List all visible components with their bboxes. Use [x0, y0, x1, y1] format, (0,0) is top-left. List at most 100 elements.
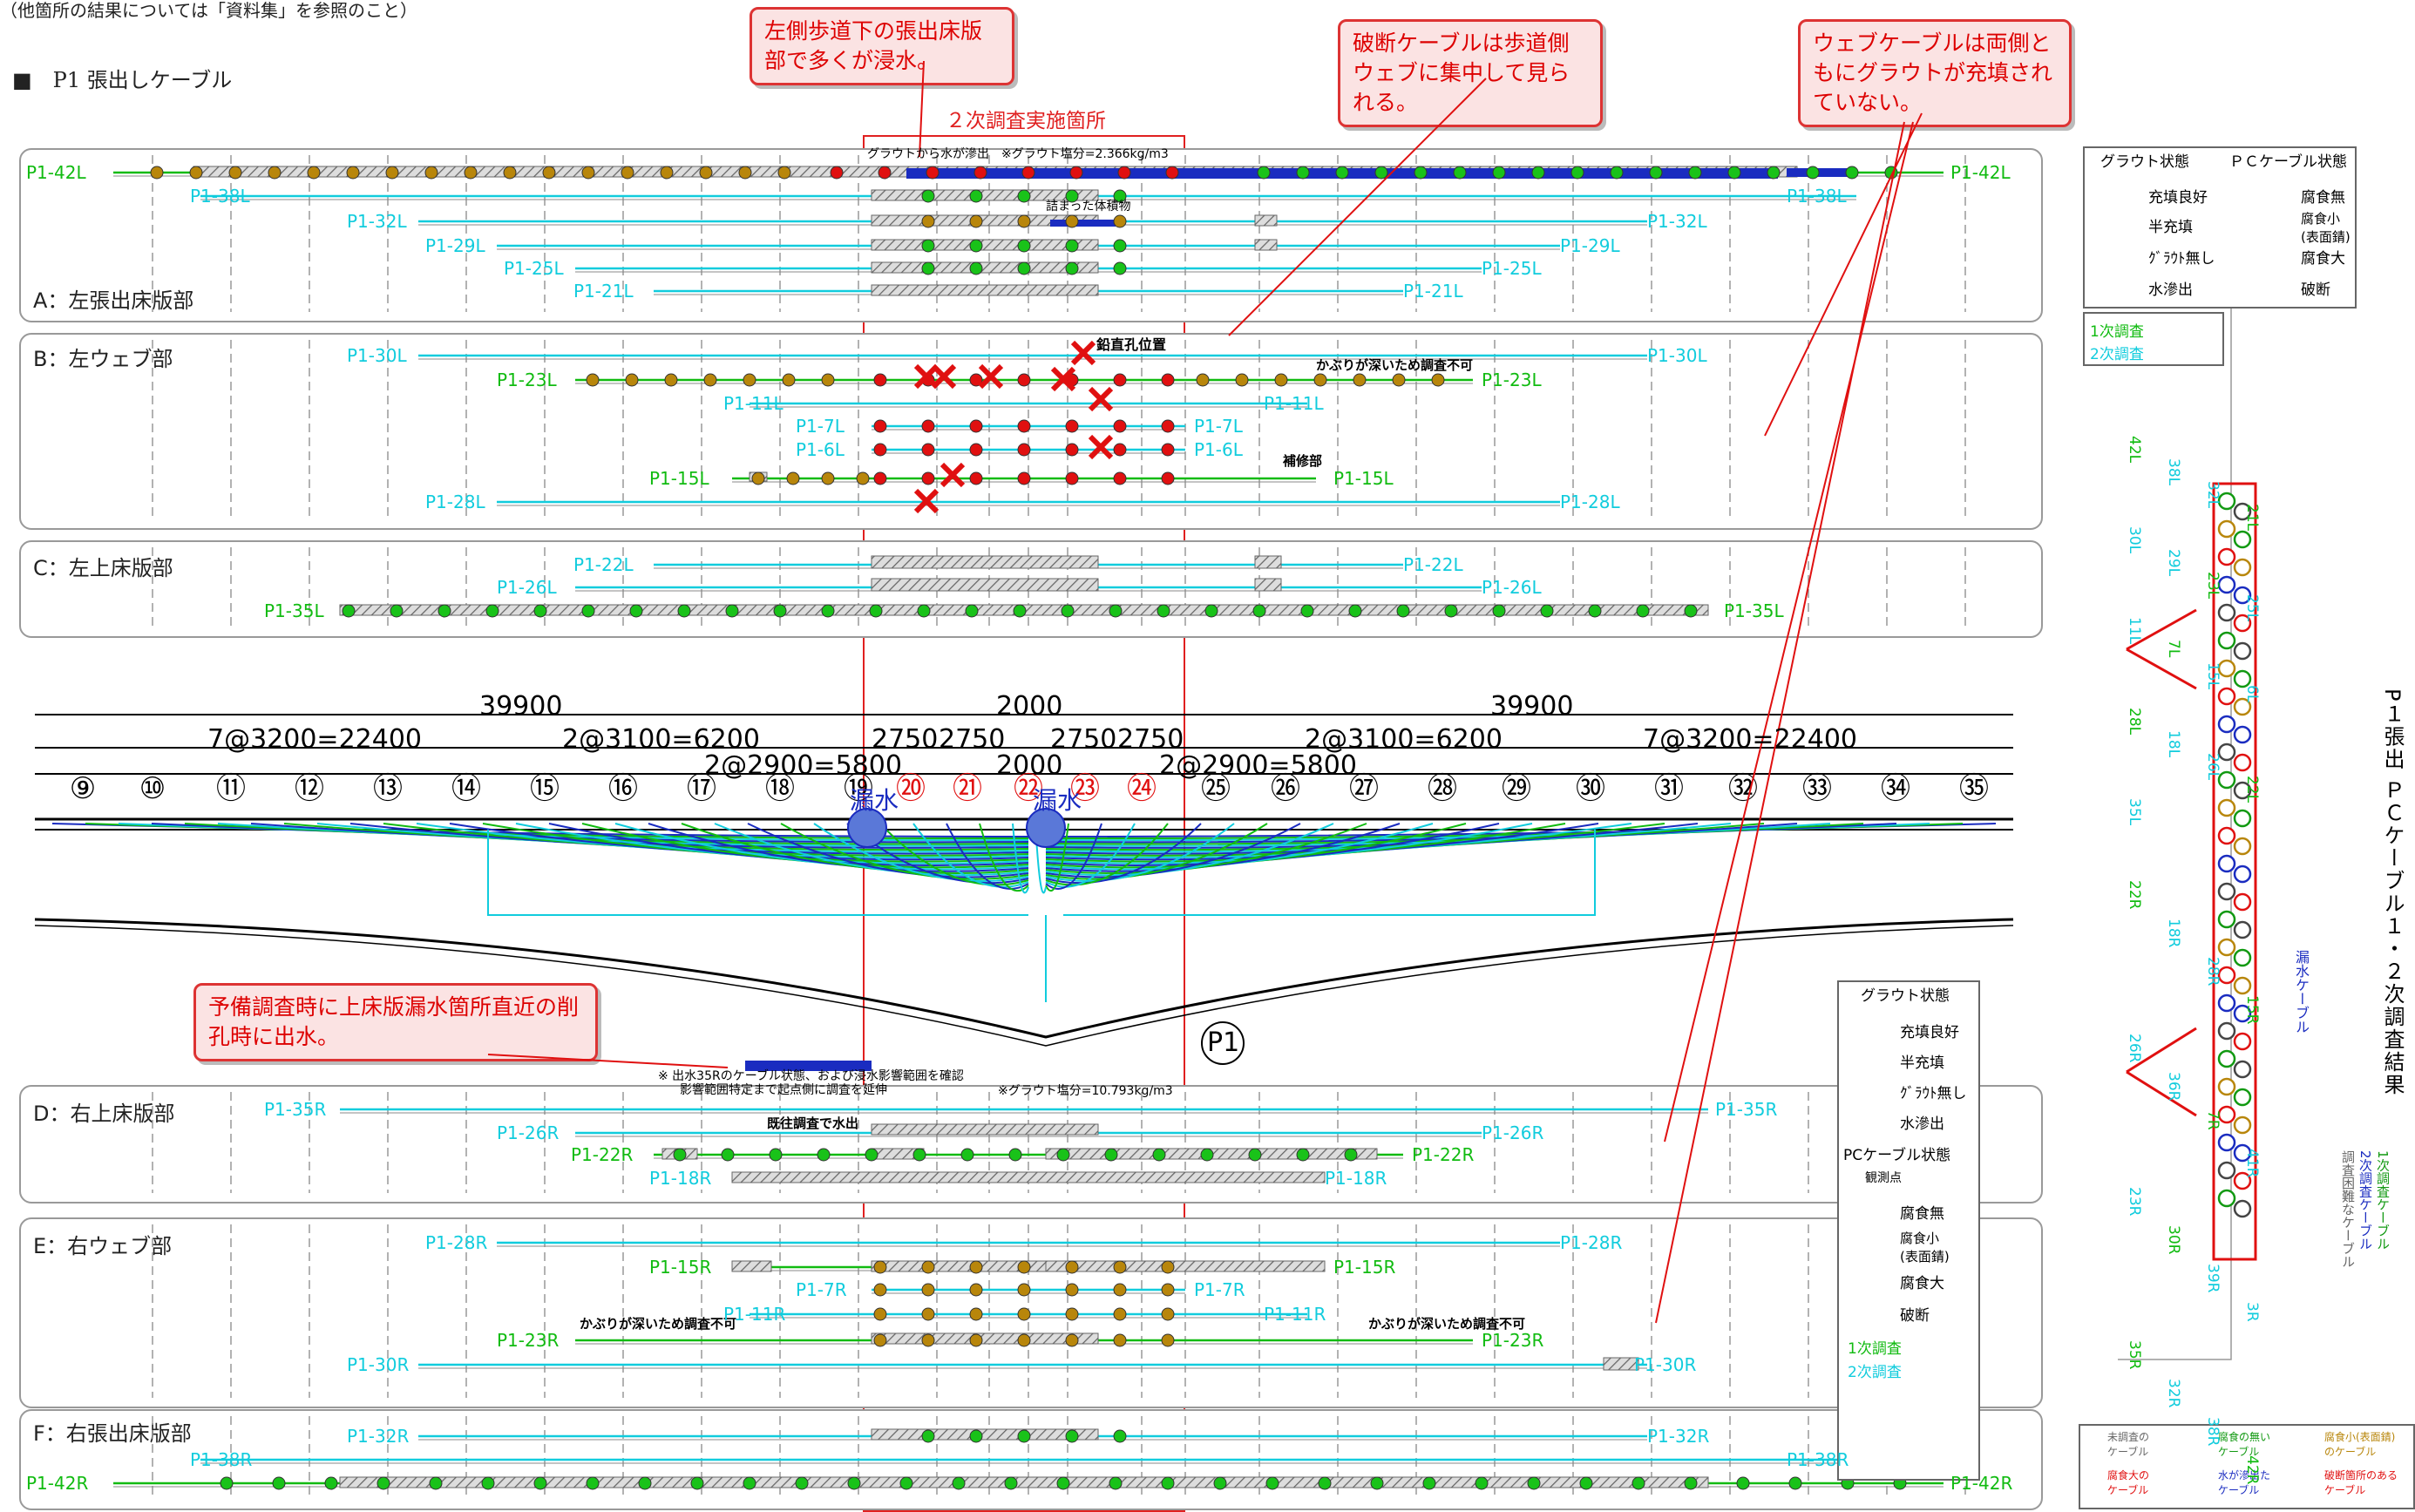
legend-mid-grout-title: グラウト状態 [1861, 987, 1950, 1005]
section-label-top: 32L [2204, 481, 2222, 509]
cable-label-right: P1-15L [1333, 468, 1394, 489]
tendon-right [1045, 823, 1235, 882]
dot-good [690, 1476, 704, 1490]
grout-bar [871, 239, 1099, 251]
grout-bar [1254, 214, 1278, 227]
section-label-bottom: 18R [2165, 919, 2182, 948]
section-web [2126, 1027, 2197, 1117]
cable-label-left: P1-7L [796, 416, 845, 437]
dot-good [220, 1476, 234, 1490]
dot-major [1065, 471, 1079, 485]
dot-good [1252, 604, 1266, 618]
section-cable [2217, 770, 2236, 790]
dot-major [973, 166, 987, 180]
cable-label-left: P1-7R [796, 1279, 847, 1300]
dot-good [1344, 1148, 1358, 1162]
section-cable [2233, 1004, 2252, 1023]
tendon-left [316, 823, 1029, 853]
legend-top-pc-1: 腐食小 (表面錆) [2301, 211, 2351, 245]
dot-minor [786, 471, 800, 485]
dot-good [969, 1429, 983, 1443]
dot-good [1688, 166, 1702, 180]
cable-label-right: P1-30R [1634, 1354, 1697, 1375]
section-cable [2233, 809, 2252, 828]
grout-bar [339, 1476, 1709, 1488]
dot-major [1021, 166, 1035, 180]
dot-good [1444, 604, 1458, 618]
annotation-b-cover: かぶりが深いため調査不可 [1316, 357, 1474, 373]
dot-major [873, 419, 887, 433]
dot-good [1300, 604, 1314, 618]
section-cable [2217, 742, 2236, 762]
dim-top-center: 2000 [996, 691, 1063, 722]
dot-good [865, 1148, 878, 1162]
segment-number: ⑯ [608, 771, 638, 806]
section-cable [2233, 641, 2252, 661]
section-cable [2233, 976, 2252, 995]
dot-major [1161, 373, 1175, 387]
section-label-top: 11L [2126, 617, 2143, 645]
cable-label-left: P1-28L [425, 492, 485, 512]
cable-label-left: P1-22R [571, 1144, 634, 1165]
tendon-left [1012, 823, 1029, 894]
dot-major [1065, 419, 1079, 433]
cable-label-right: P1-21L [1403, 281, 1463, 302]
dot-minor [664, 373, 678, 387]
cable-vert [487, 830, 1028, 916]
segment-number: ㉑ [953, 771, 982, 806]
dot-minor [1017, 1333, 1031, 1347]
grout-bar [731, 1260, 772, 1272]
grout-bar [1254, 578, 1282, 592]
dot-minor [1065, 1307, 1079, 1321]
section-cable [2233, 502, 2252, 521]
cable-label-right: P1-32R [1647, 1426, 1710, 1447]
dot-minor [1065, 1333, 1079, 1347]
tendon-left [813, 823, 1029, 882]
legend-mid-measure: 観測点 [1865, 1171, 1902, 1185]
dot-major [1065, 443, 1079, 457]
dot-minor [586, 373, 600, 387]
legend-mid [1837, 980, 1980, 1481]
section-label-bottom: 23R [2126, 1187, 2143, 1217]
leak-cable-label: 漏水ケーブル [2293, 950, 2310, 1034]
dot-minor [873, 1260, 887, 1274]
segment-number: ⑭ [451, 771, 481, 806]
side-legend-0: 1次調査ケーブル [2375, 1150, 2391, 1251]
dot-minor [856, 471, 870, 485]
dot-good [1370, 1476, 1384, 1490]
cable-label-right: P1-38L [1787, 186, 1847, 207]
section-cable [2233, 1143, 2252, 1163]
section-title-c: C：左上床版部 [33, 556, 173, 580]
dot-good [1104, 1148, 1118, 1162]
section-title-a: A：左張出床版部 [33, 288, 194, 313]
section-cable [2233, 920, 2252, 939]
cable-label-right: P1-11L [1264, 393, 1324, 414]
cable-label-left: P1-18R [649, 1168, 712, 1189]
section-label-top: 21L [2243, 504, 2261, 532]
dot-good [1017, 1429, 1031, 1443]
segment-number: ㉕ [1201, 771, 1231, 806]
dot-good [1806, 166, 1820, 180]
section-label-bottom: 41R [2243, 1149, 2261, 1178]
dot-good [743, 1476, 756, 1490]
dot-major [1161, 419, 1175, 433]
dot-good [725, 604, 739, 618]
dot-minor [921, 1283, 935, 1297]
dot-minor [743, 373, 756, 387]
section-cable [2217, 993, 2236, 1013]
section-cable [2217, 854, 2236, 873]
section-label-bottom: 28R [2204, 957, 2222, 987]
segment-number: ⑨ [70, 771, 96, 806]
cable-label-right: P1-22R [1412, 1144, 1475, 1165]
dim-top-right: 39900 [1490, 691, 1574, 722]
page-note: （他箇所の結果については「資料集」を参照のこと） [0, 0, 417, 21]
legend-top-pc-3: 破断 [2301, 281, 2330, 299]
dot-good [769, 1148, 783, 1162]
annotation-e-cover-left: かぶりが深いため調査不可 [580, 1316, 737, 1332]
dot-good [952, 1476, 966, 1490]
dot-good [821, 604, 835, 618]
dot-major [1113, 373, 1127, 387]
annotation-b-hole: 鉛直孔位置 [1096, 336, 1167, 353]
dot-minor [699, 166, 713, 180]
